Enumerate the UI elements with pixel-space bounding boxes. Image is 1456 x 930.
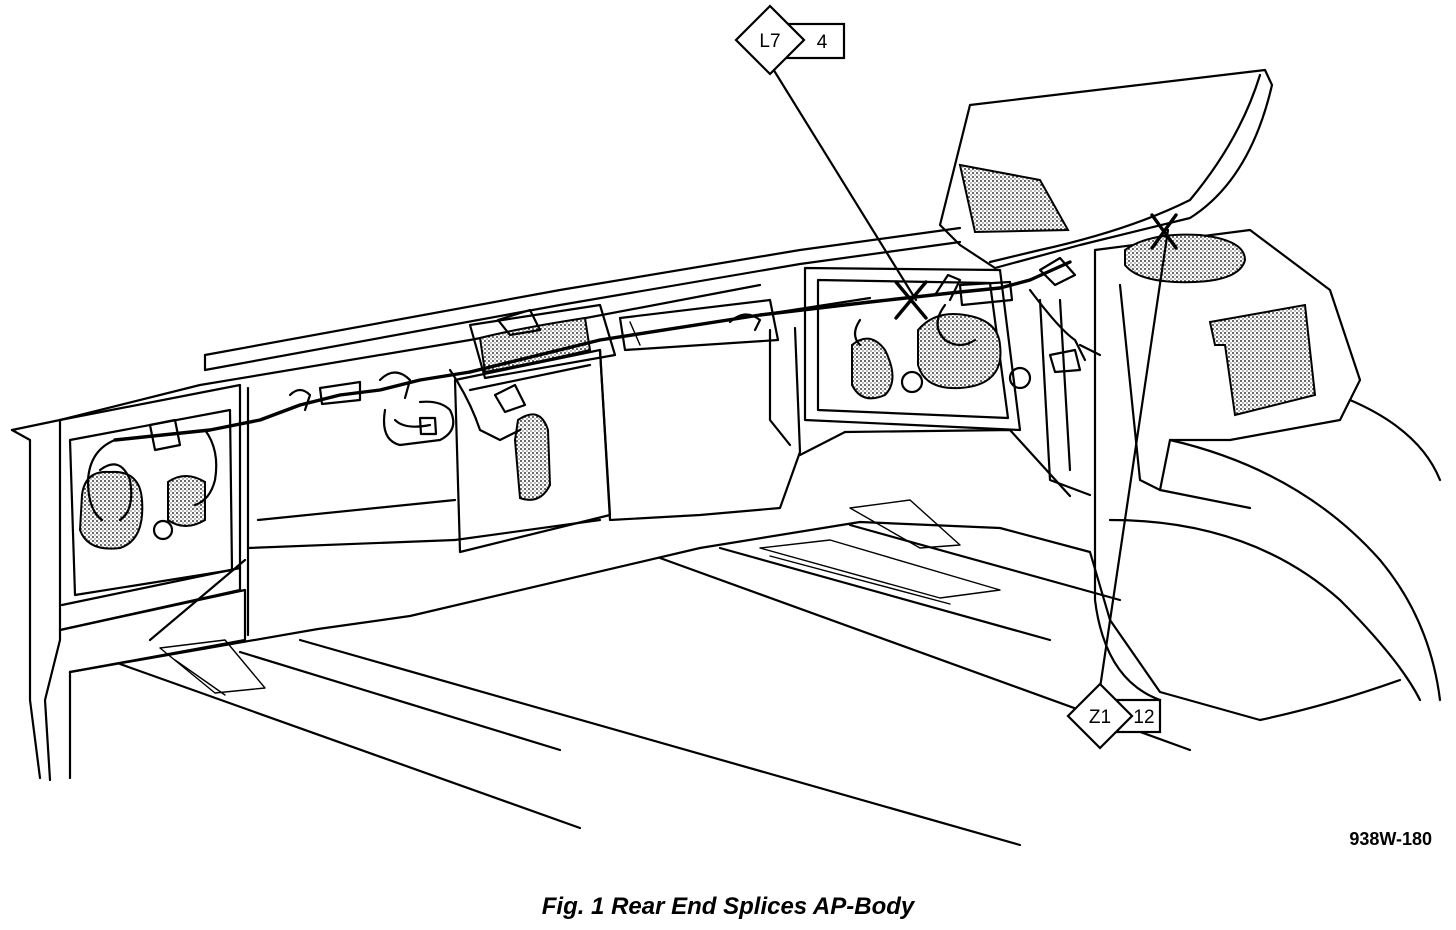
- figure-id: 938W-180: [1349, 829, 1432, 849]
- callout-leaders: [768, 62, 1170, 690]
- callout-z1-code: Z1: [1089, 707, 1111, 728]
- callout-z1: Z1 12: [1066, 682, 1162, 750]
- callout-z1-number: 12: [1133, 707, 1154, 728]
- right-quarter-panel: [938, 68, 1442, 722]
- callout-l7: L7 4: [734, 4, 846, 76]
- figure-caption: Fig. 1 Rear End Splices AP-Body: [541, 893, 915, 920]
- splice-marker-z1: [1150, 213, 1178, 250]
- callout-l7-code: L7: [759, 31, 780, 52]
- right-inner-panel: [851, 298, 1092, 497]
- rear-panel: [58, 226, 1072, 674]
- callout-l7-number: 4: [817, 32, 828, 53]
- splice-marker-l7: [894, 280, 928, 320]
- center-bracket: [453, 298, 780, 554]
- left-quarter-panel: [10, 383, 247, 782]
- trunk-floor: [68, 499, 1262, 847]
